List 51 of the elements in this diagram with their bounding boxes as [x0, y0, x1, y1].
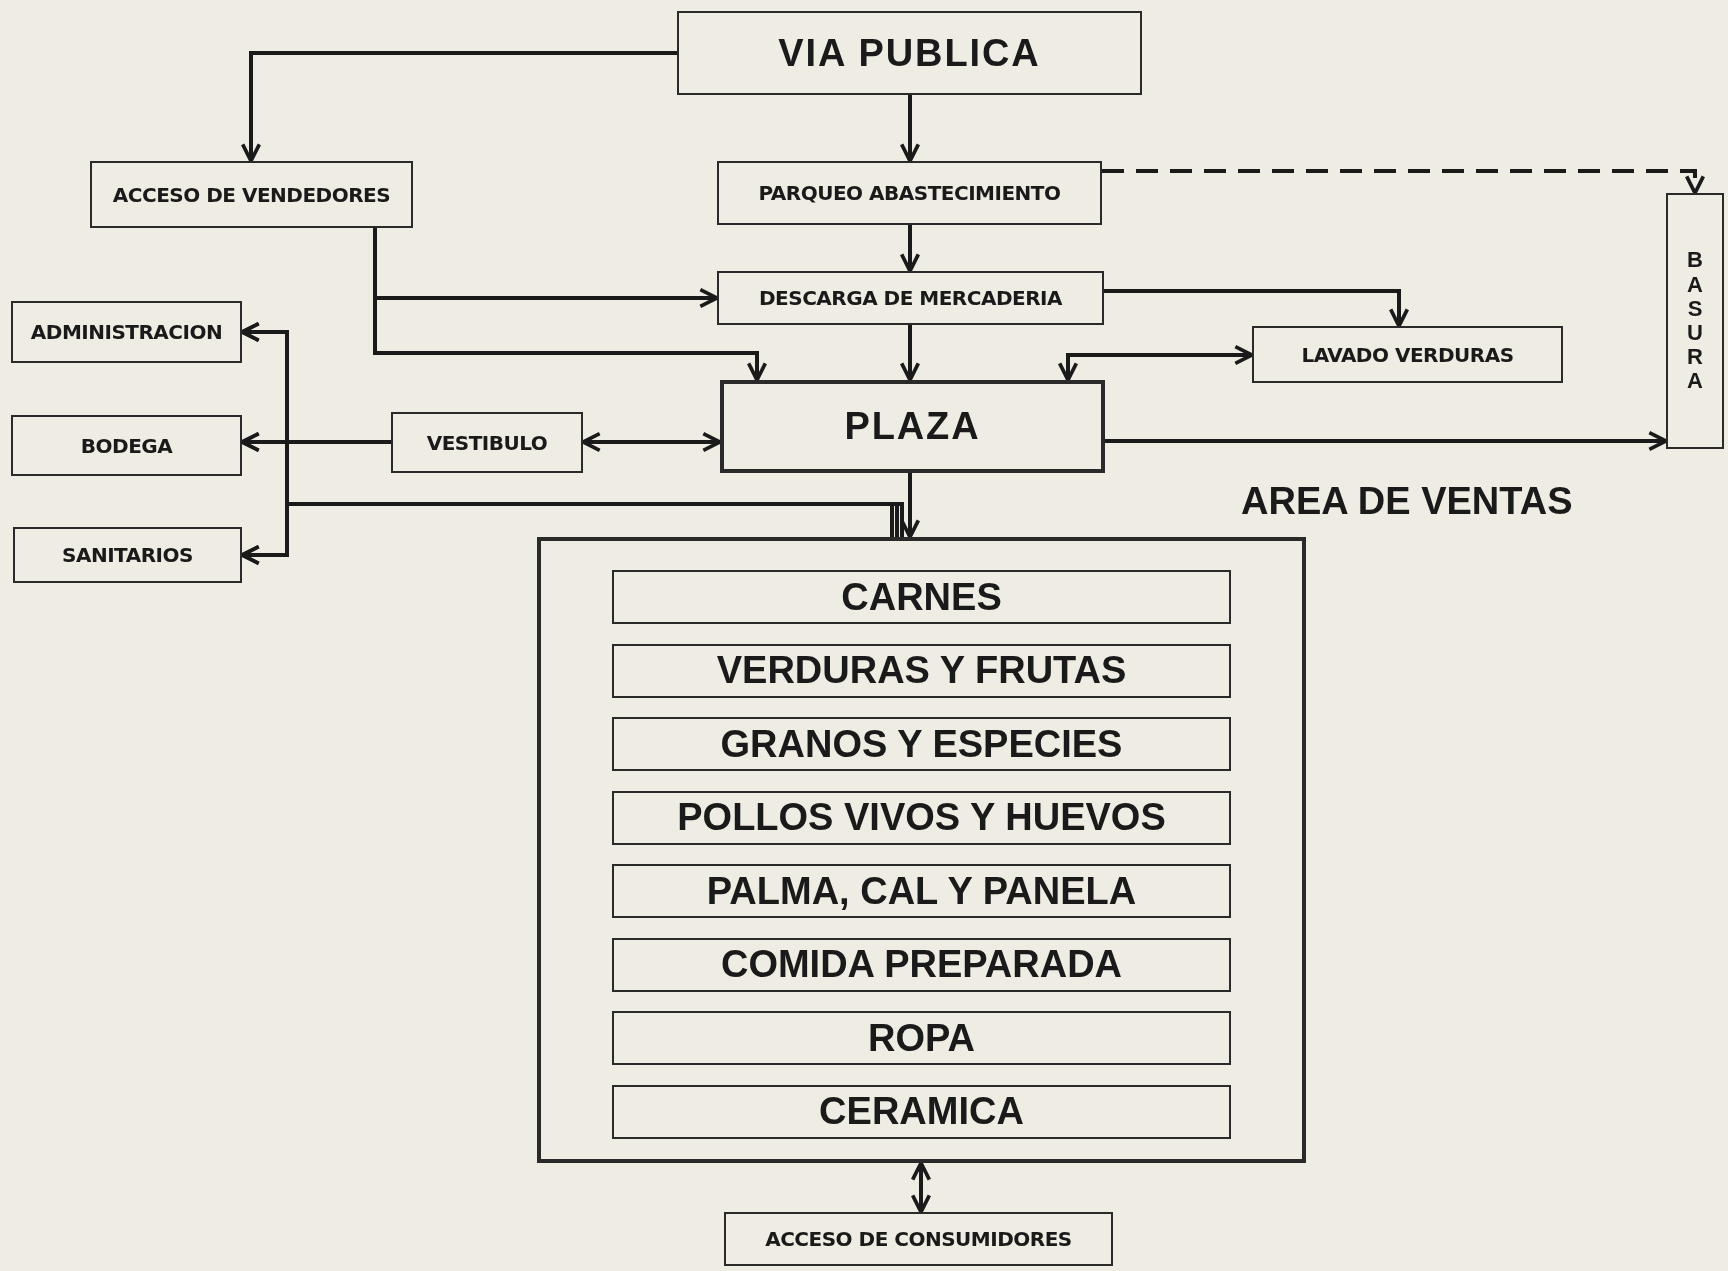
- node-label: ACCESO DE VENDEDORES: [112, 181, 391, 209]
- dashed-arrow: [1102, 169, 1706, 195]
- arrow: [373, 228, 768, 382]
- node-label: CERAMICA: [819, 1089, 1024, 1134]
- node-label: POLLOS VIVOS Y HUEVOS: [677, 795, 1166, 840]
- arrow: [240, 51, 677, 163]
- node-label: PLAZA: [844, 404, 981, 449]
- area-row: [612, 937, 1231, 992]
- node-label: DESCARGA DE MERCADERIA: [759, 285, 1062, 312]
- node-label: LAVADO VERDURAS: [1301, 341, 1514, 369]
- process-box: [717, 161, 1102, 225]
- node-label: VERDURAS Y FRUTAS: [716, 648, 1127, 693]
- arrow: [899, 225, 921, 273]
- area-row: [612, 643, 1231, 698]
- process-box: [1252, 326, 1563, 383]
- node-label: ADMINISTRACION: [30, 319, 223, 346]
- node-label: PALMA, CAL Y PANELA: [706, 868, 1137, 914]
- process-box: [90, 161, 413, 228]
- node-label: BODEGA: [80, 432, 173, 460]
- area-heading: AREA DE VENTAS: [1241, 479, 1573, 524]
- area-row: [612, 864, 1231, 918]
- process-box: [677, 11, 1142, 95]
- node-label: PARQUEO ABASTECIMIENTO: [758, 180, 1061, 207]
- node-label: ROPA: [868, 1015, 975, 1061]
- area-row: [612, 1084, 1231, 1139]
- arrow: [899, 325, 921, 382]
- node-label: COMIDA PREPARADA: [720, 942, 1123, 987]
- node-label: BASURA: [1686, 248, 1704, 394]
- process-box: [720, 380, 1105, 473]
- arrow: [1057, 344, 1254, 382]
- process-box: [13, 527, 242, 583]
- process-box: [1666, 193, 1724, 449]
- node-label: GRANOS Y ESPECIES: [720, 721, 1123, 767]
- arrow: [910, 1161, 932, 1214]
- node-label: VIA PUBLICA: [778, 30, 1041, 76]
- process-box: [391, 412, 583, 473]
- process-box: [724, 1212, 1113, 1266]
- area-row: [612, 790, 1231, 845]
- area-row: [612, 570, 1231, 624]
- node-label: CARNES: [841, 574, 1002, 620]
- process-box: [11, 415, 242, 476]
- process-box: [717, 271, 1104, 325]
- arrow: [1104, 289, 1410, 328]
- node-label: ACCESO DE CONSUMIDORES: [765, 1226, 1072, 1253]
- process-box: [11, 301, 242, 363]
- area-row: [612, 717, 1231, 771]
- node-label: SANITARIOS: [62, 542, 193, 569]
- arrow: [1105, 430, 1668, 452]
- arrow: [899, 95, 921, 163]
- area-row: [612, 1011, 1231, 1065]
- node-label: VESTIBULO: [426, 429, 548, 457]
